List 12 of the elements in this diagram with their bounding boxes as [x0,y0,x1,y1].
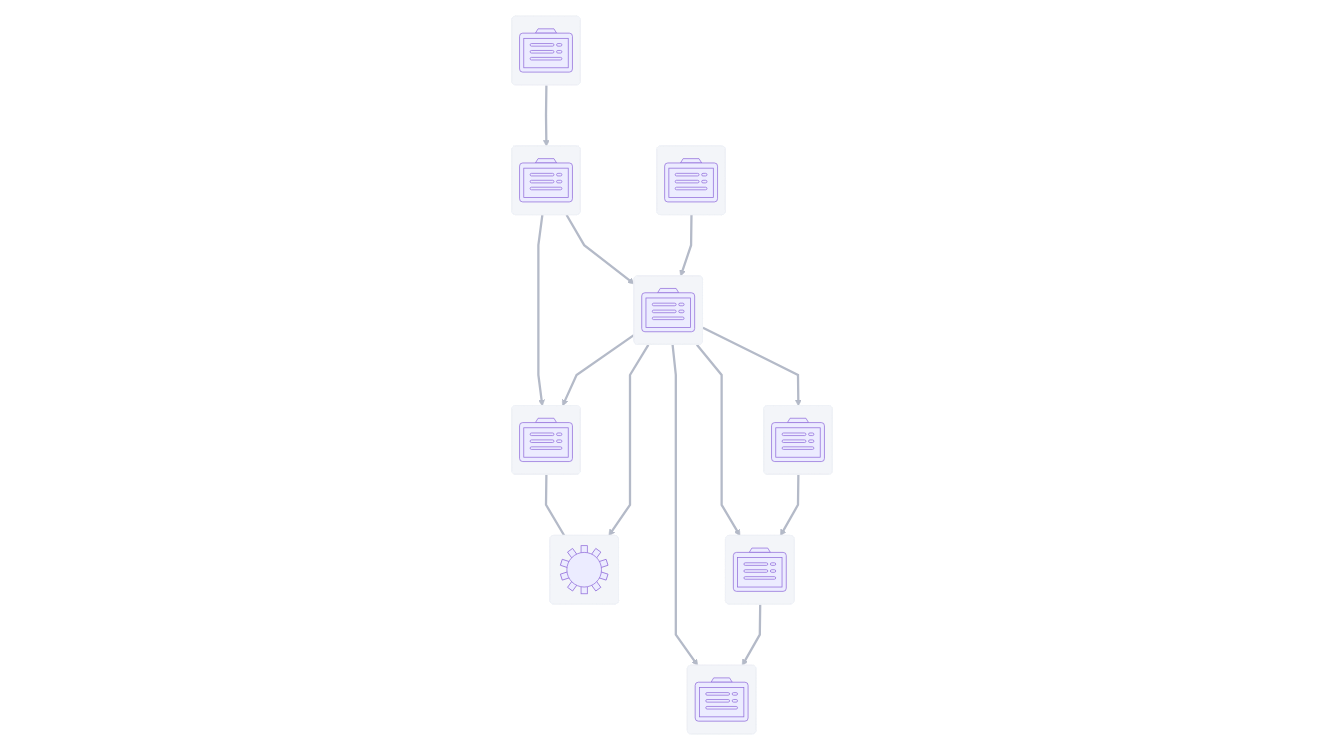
arrow [702,326,802,407]
arrow [542,85,550,147]
arrow [537,214,545,407]
arrow [741,604,762,666]
arrow [695,344,741,537]
arrow [608,344,650,537]
arrow [565,214,635,285]
connector [544,474,566,537]
arrow [780,474,800,537]
arrow [671,344,699,666]
arrow [679,215,693,277]
arrow [562,333,635,407]
